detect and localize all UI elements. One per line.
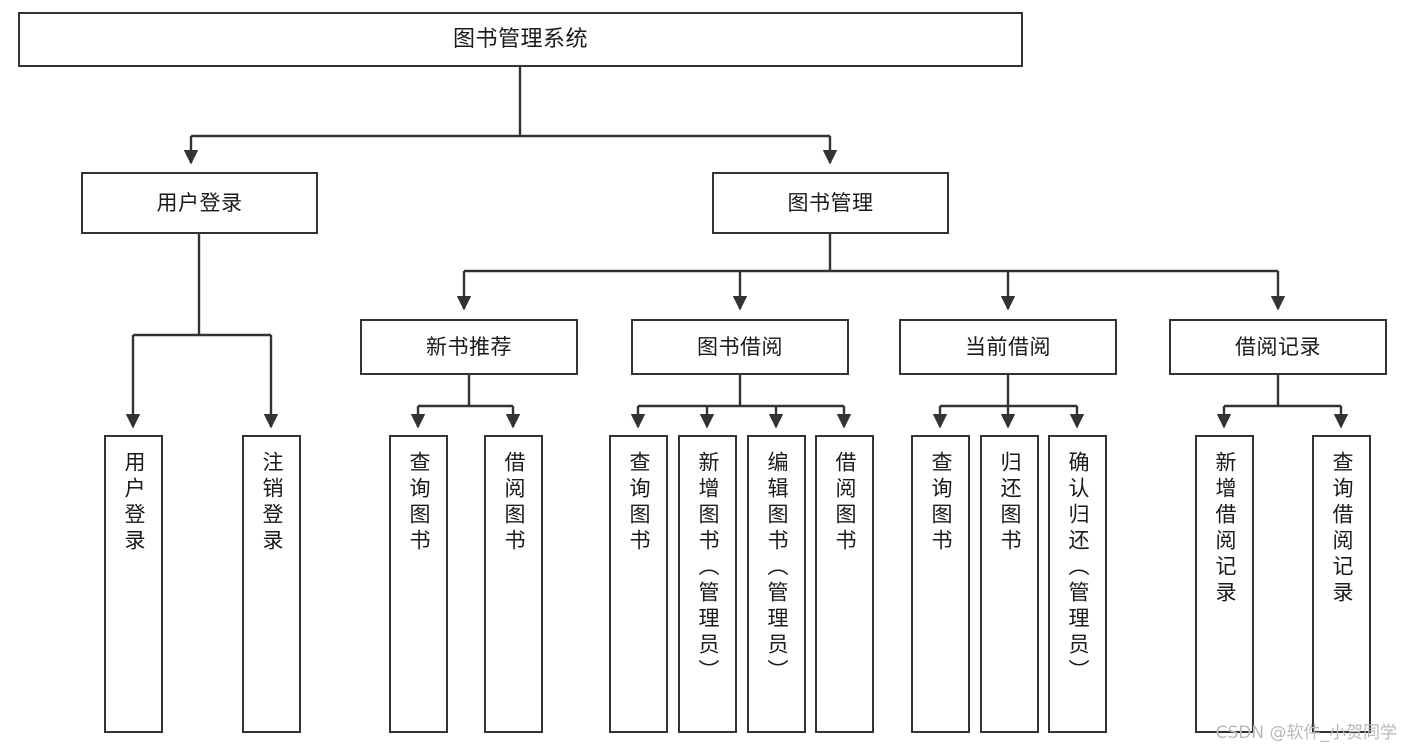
node-root-book-management-system[interactable]: 图书管理系统 bbox=[18, 12, 1023, 67]
leaf-borrow-book-2[interactable]: 借阅图书 bbox=[815, 435, 874, 733]
node-label: 图书管理系统 bbox=[452, 26, 588, 52]
leaf-query-book-3[interactable]: 查询图书 bbox=[911, 435, 970, 733]
node-label: 用户登录 bbox=[122, 451, 146, 555]
node-current-borrowing[interactable]: 当前借阅 bbox=[899, 319, 1117, 375]
node-label: 注销登录 bbox=[260, 451, 284, 555]
leaf-query-book-2[interactable]: 查询图书 bbox=[609, 435, 668, 733]
node-label: 新增借阅记录 bbox=[1213, 451, 1237, 607]
node-label: 新增图书（管理员） bbox=[696, 451, 720, 685]
node-book-management[interactable]: 图书管理 bbox=[712, 172, 949, 234]
leaf-borrow-book-1[interactable]: 借阅图书 bbox=[484, 435, 543, 733]
leaf-user-logout[interactable]: 注销登录 bbox=[242, 435, 301, 733]
node-borrowing-record[interactable]: 借阅记录 bbox=[1169, 319, 1387, 375]
node-book-borrowing[interactable]: 图书借阅 bbox=[631, 319, 849, 375]
leaf-query-book-1[interactable]: 查询图书 bbox=[389, 435, 448, 733]
leaf-user-login[interactable]: 用户登录 bbox=[104, 435, 163, 733]
node-label: 用户登录 bbox=[156, 190, 243, 215]
node-label: 借阅记录 bbox=[1235, 334, 1321, 359]
node-user-login[interactable]: 用户登录 bbox=[81, 172, 318, 234]
node-new-book-recommendation[interactable]: 新书推荐 bbox=[360, 319, 578, 375]
leaf-confirm-return[interactable]: 确认归还（管理员） bbox=[1048, 435, 1107, 733]
node-label: 新书推荐 bbox=[426, 334, 512, 359]
node-label: 借阅图书 bbox=[833, 451, 857, 555]
node-label: 图书借阅 bbox=[697, 334, 783, 359]
node-label: 借阅图书 bbox=[502, 451, 526, 555]
node-label: 查询图书 bbox=[407, 451, 431, 555]
node-label: 查询借阅记录 bbox=[1330, 451, 1354, 607]
node-label: 归还图书 bbox=[998, 451, 1022, 555]
node-label: 编辑图书（管理员） bbox=[765, 451, 789, 685]
node-label: 图书管理 bbox=[787, 190, 874, 215]
node-label: 当前借阅 bbox=[965, 334, 1051, 359]
leaf-edit-book[interactable]: 编辑图书（管理员） bbox=[747, 435, 806, 733]
node-label: 查询图书 bbox=[929, 451, 953, 555]
leaf-return-book[interactable]: 归还图书 bbox=[980, 435, 1039, 733]
node-label: 查询图书 bbox=[627, 451, 651, 555]
watermark: CSDN @软件_小贺同学 bbox=[1215, 723, 1397, 743]
leaf-query-borrow-record[interactable]: 查询借阅记录 bbox=[1312, 435, 1371, 733]
leaf-add-borrow-record[interactable]: 新增借阅记录 bbox=[1195, 435, 1254, 733]
leaf-add-book[interactable]: 新增图书（管理员） bbox=[678, 435, 737, 733]
node-label: 确认归还（管理员） bbox=[1066, 451, 1090, 685]
